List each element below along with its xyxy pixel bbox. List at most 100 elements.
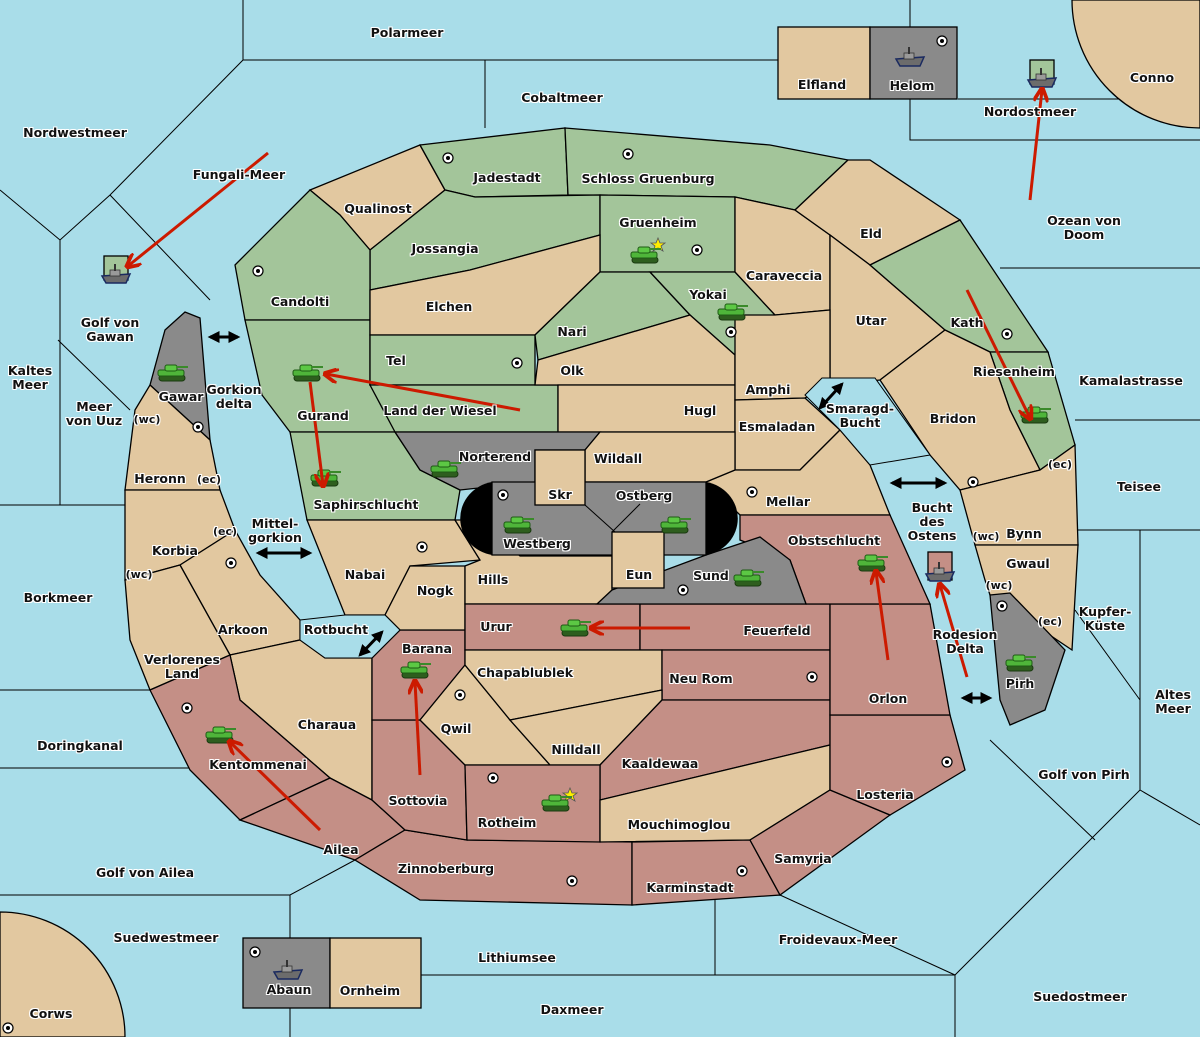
supply-center-icon [487,772,499,784]
supply-center-icon [192,421,204,433]
label-nari: Nari [557,324,587,339]
region-conno[interactable] [1071,0,1200,129]
label-ornheim: Ornheim [339,983,401,998]
label-hugl: Hugl [683,403,717,418]
label--ec: (ec) [212,525,238,538]
label-abaun: Abaun [266,982,312,997]
adjacency-arrows [207,331,993,704]
label-qwil: Qwil [440,721,472,736]
supply-center-icon [996,600,1008,612]
label-suedwestmeer: Suedwestmeer [113,930,219,945]
supply-center-icon [2,1022,14,1034]
label-golf-von-pirh: Golf von Pirh [1038,767,1130,782]
regions [124,127,1079,906]
label-riesenheim: Riesenheim [973,364,1055,379]
tunnel-east [706,482,738,555]
label-nabai: Nabai [344,567,386,582]
supply-center-icon [225,557,237,569]
label-fungali-meer: Fungali-Meer [192,167,286,182]
order-arrow-fungali-meer-to-golf-von-gawan [128,151,269,266]
label-ostberg: Ostberg [615,488,673,503]
label--wc: (wc) [125,568,153,581]
label-westberg: Westberg [503,536,571,551]
label-gruenheim: Gruenheim [619,215,697,230]
supply-center-icon [1001,328,1013,340]
label--ec: (ec) [1047,458,1073,471]
label-esmaladan: Esmaladan [738,419,816,434]
label-rodesion-delta: Rodesion Delta [932,627,998,656]
label-borkmeer: Borkmeer [23,590,93,605]
region-eun[interactable] [611,531,665,589]
orders [128,90,1042,832]
label-eun: Eun [625,567,653,582]
region-bynn[interactable] [959,443,1079,546]
supply-center-icon [511,357,523,369]
label-kentommenai: Kentommenai [209,757,307,772]
label-amphi: Amphi [745,382,791,397]
region-skr[interactable] [534,449,586,506]
label-nordwestmeer: Nordwestmeer [23,125,127,140]
label-losteria: Losteria [856,787,914,802]
label-neu-rom: Neu Rom [669,671,733,686]
label--ec: (ec) [1037,615,1063,628]
label-olk: Olk [560,363,584,378]
label-kamalastrasse: Kamalastrasse [1079,373,1183,388]
label-suedostmeer: Suedostmeer [1033,989,1127,1004]
label-helom: Helom [889,78,935,93]
order-arrow-ozean-von-doom-to-nordostmeer [1028,90,1042,201]
label-nordostmeer: Nordostmeer [983,104,1077,119]
label-samyria: Samyria [774,851,832,866]
label-bridon: Bridon [929,411,977,426]
region-elfland[interactable] [777,26,871,100]
supply-center-icon [622,148,634,160]
label-norterend: Norterend [458,449,532,464]
label-mellar: Mellar [765,494,811,509]
label-elchen: Elchen [425,299,473,314]
label-gwaul: Gwaul [1006,556,1050,571]
label-heronn: Heronn [134,471,186,486]
label--wc: (wc) [985,579,1013,592]
supply-center-icon [746,486,758,498]
label-golf-von-ailea: Golf von Ailea [95,865,195,880]
region-gruenheim[interactable] [599,194,736,273]
region-bridon[interactable] [879,329,1041,491]
supply-center-icon [497,489,509,501]
region-pirh[interactable] [989,592,1066,726]
label-gorkion-delta: Gorkion delta [206,382,262,411]
supply-center-icon [725,326,737,338]
label-verlorenes-land: Verlorenes Land [144,652,220,681]
label-bucht-des-ostens: Bucht des Ostens [907,500,957,543]
label-karminstadt: Karminstadt [646,880,734,895]
label--ec: (ec) [196,473,222,486]
label-land-der-wiesel: Land der Wiesel [383,403,497,418]
label-nogk: Nogk [416,583,454,598]
supply-center-icon [967,476,979,488]
region-ornheim[interactable] [329,937,422,1009]
label-altes-meer: Altes Meer [1155,687,1191,716]
label-rotbucht: Rotbucht [303,622,369,637]
label-qualinost: Qualinost [344,201,412,216]
label-jadestadt: Jadestadt [473,170,541,185]
order-arrow-orlon-to-obstschlucht [876,572,890,661]
label-nilldall: Nilldall [551,742,601,757]
supply-center-icon [677,584,689,596]
label-smaragd-bucht: Smaragd- Bucht [825,401,895,430]
label--wc: (wc) [133,413,161,426]
label-saphirschlucht: Saphirschlucht [313,497,419,512]
label-gawar: Gawar [158,389,204,404]
supply-center-icon [691,244,703,256]
label-sottovia: Sottovia [388,793,448,808]
region-rotheim[interactable] [464,764,601,843]
label-chapablublek: Chapablublek [476,665,574,680]
region-corws[interactable] [0,911,126,1037]
label-golf-von-gawan: Golf von Gawan [80,315,140,344]
label-bynn: Bynn [1006,526,1042,541]
label-yokai: Yokai [689,287,727,302]
label-kaltes-meer: Kaltes Meer [7,363,53,392]
label-korbia: Korbia [152,543,198,558]
label-orlon: Orlon [868,691,908,706]
double-arrow-icon [818,382,844,410]
label-candolti: Candolti [270,294,330,309]
